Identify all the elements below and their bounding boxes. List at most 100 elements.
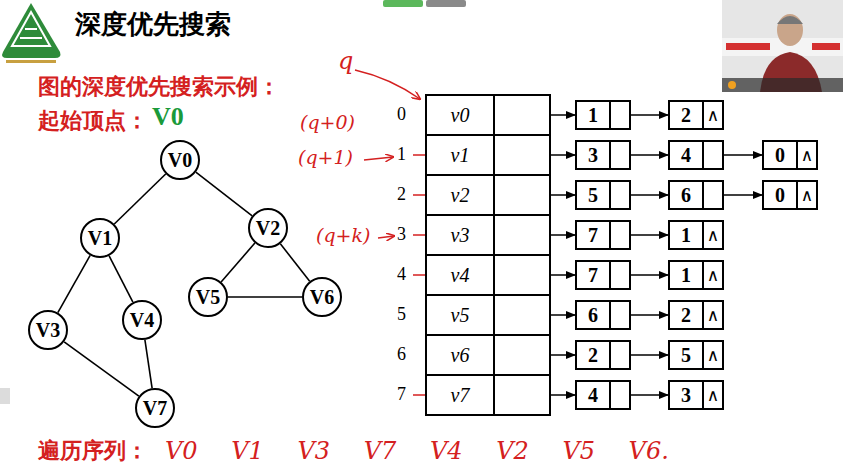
edge-list-node: 3∧ [668,380,724,410]
null-pointer: ∧ [707,105,719,125]
vertex-label: V6 [310,286,334,309]
text-group: V4 [130,309,154,332]
handwritten-note: (q+1) [298,147,353,169]
text-group: V6 [310,286,334,309]
edge-list-node: 2∧ [668,100,724,130]
edge-list-node: 6 [575,300,631,330]
next-pointer-cell [611,182,629,208]
next-pointer-cell [611,382,629,408]
pointer-cell [495,376,549,414]
vertex-label: V5 [196,286,220,309]
vertex-table-row: v0 [425,94,551,136]
next-pointer-cell: ∧ [798,142,816,168]
handwritten-note: q [338,48,353,76]
next-pointer-cell [611,222,629,248]
adjvex-number: 0 [775,144,785,167]
vertex-name: v5 [451,304,470,327]
next-pointer-cell [611,102,629,128]
edge-list-node: 5∧ [668,340,724,370]
vertex-name: v6 [451,344,470,367]
vertex-label: V2 [256,217,280,240]
adjvex-cell: 6 [670,182,704,208]
next-pointer-cell: ∧ [704,222,722,248]
adjvex-cell: 3 [577,142,611,168]
vertex-table-row: v3 [425,214,551,256]
text-group: V2 [256,217,280,240]
adjvex-cell: 4 [670,142,704,168]
handwritten-marks [355,70,700,408]
next-pointer-cell [611,302,629,328]
edge-list-node: 3 [575,140,631,170]
vertex-circle: V4 [122,300,162,340]
vertex-cell: v5 [427,296,495,334]
vertex-label: V7 [143,397,167,420]
adjvex-number: 6 [588,304,598,327]
vertex-circle: V5 [188,277,228,317]
vertex-name: v3 [451,224,470,247]
slide-text: 起始顶点： [38,108,148,133]
handwritten-note: (q+0) [300,112,355,134]
adjvex-number: 2 [588,344,598,367]
meeting-toolbar [383,0,466,7]
adjvex-cell: 2 [577,342,611,368]
school-logo [2,3,60,63]
edge-list-node: 6 [668,180,724,210]
slide-text: 图的深度优先搜索示例： [38,74,280,99]
row-index: 4 [397,264,406,285]
adjvex-cell: 1 [670,262,704,288]
vertex-table-row: v1 [425,134,551,176]
adjvex-number: 3 [681,384,691,407]
next-pointer-cell [611,262,629,288]
adjvex-number: 4 [588,384,598,407]
vertex-label: V0 [168,149,192,172]
text-group: V7 [143,397,167,420]
vertex-table-row: v6 [425,334,551,376]
null-pointer: ∧ [707,265,719,285]
adjvex-number: 1 [681,264,691,287]
edge-list-node: 1 [575,100,631,130]
vertex-circle: V0 [160,140,200,180]
adjvex-number: 4 [681,144,691,167]
text-group: V1 [88,227,112,250]
graph-edge [145,340,152,388]
adjvex-number: 7 [588,264,598,287]
text-group: V3 [36,319,60,342]
edge-list-node: 7 [575,260,631,290]
next-pointer-cell: ∧ [704,262,722,288]
vertex-cell: v0 [427,96,495,134]
vertex-table-row: v5 [425,294,551,336]
next-pointer-cell [704,182,722,208]
adjvex-cell: 2 [670,302,704,328]
adjvex-number: 2 [681,304,691,327]
row-index: 2 [397,184,406,205]
null-pointer: ∧ [801,145,813,165]
vertex-label: V1 [88,227,112,250]
edge-list-node: 1∧ [668,260,724,290]
adjvex-cell: 1 [577,102,611,128]
row-index: 0 [397,104,406,125]
vertex-name: v7 [451,384,470,407]
pointer-cell [495,136,549,174]
next-pointer-cell: ∧ [704,302,722,328]
slide-title: 深度优先搜索 [75,10,231,40]
next-pointer-cell [704,142,722,168]
edge-list-node: 4 [575,380,631,410]
graph-edge [196,172,252,216]
pointer-cell [495,96,549,134]
pointer-cell [495,336,549,374]
adjvex-number: 3 [588,144,598,167]
vertex-cell: v6 [427,336,495,374]
vertex-name: v0 [451,104,470,127]
next-pointer-cell: ∧ [798,182,816,208]
vertex-name: v4 [451,264,470,287]
pointer-cell [495,216,549,254]
adjvex-cell: 1 [670,222,704,248]
vertex-table-row: v4 [425,254,551,296]
vertex-label: V3 [36,319,60,342]
edge-list-node: 0∧ [762,180,818,210]
adjvex-cell: 4 [577,382,611,408]
adjvex-number: 1 [681,224,691,247]
vertex-circle: V7 [135,388,175,428]
adjvex-cell: 0 [764,142,798,168]
